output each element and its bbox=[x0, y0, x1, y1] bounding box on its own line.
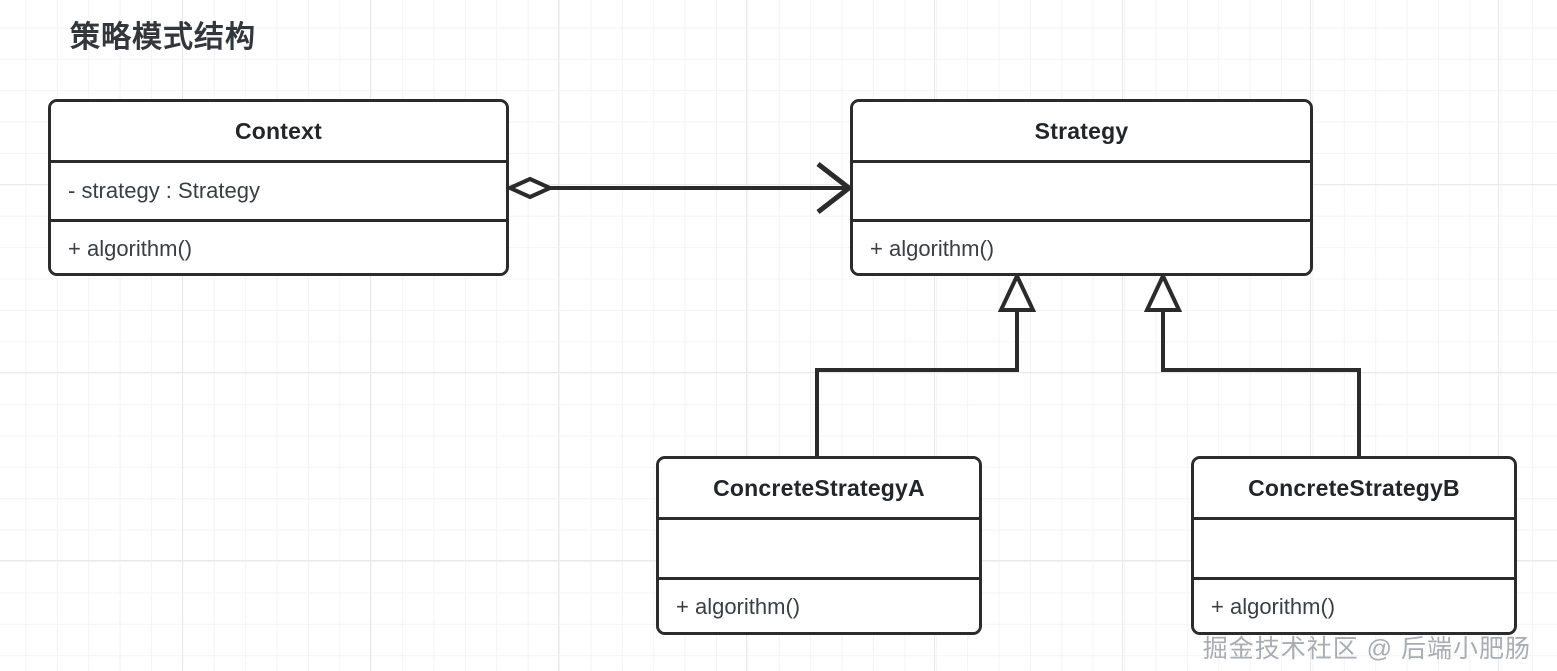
class-attribute-context-strategy: - strategy : Strategy bbox=[51, 160, 506, 219]
uml-class-context[interactable]: Context - strategy : Strategy + algorith… bbox=[48, 99, 509, 276]
open-arrow-icon bbox=[816, 162, 854, 214]
hollow-triangle-icon bbox=[997, 271, 1037, 312]
uml-class-concrete-strategy-b[interactable]: ConcreteStrategyB + algorithm() bbox=[1191, 456, 1517, 635]
class-name-strategy: Strategy bbox=[853, 102, 1310, 160]
relation-aggregation-context-strategy bbox=[505, 162, 854, 214]
hollow-diamond-icon bbox=[505, 176, 555, 200]
class-attributes-strategy bbox=[853, 160, 1310, 219]
class-name-concrete-strategy-b: ConcreteStrategyB bbox=[1194, 459, 1514, 517]
class-operation-concrete-strategy-b-algorithm: + algorithm() bbox=[1194, 577, 1514, 632]
class-attributes-concrete-strategy-b bbox=[1194, 517, 1514, 577]
relation-generalization-a-strategy bbox=[815, 271, 1037, 456]
generalization-line-b bbox=[1161, 308, 1361, 456]
class-operation-context-algorithm: + algorithm() bbox=[51, 219, 506, 273]
uml-class-strategy[interactable]: Strategy + algorithm() bbox=[850, 99, 1313, 276]
uml-class-concrete-strategy-a[interactable]: ConcreteStrategyA + algorithm() bbox=[656, 456, 982, 635]
class-operation-concrete-strategy-a-algorithm: + algorithm() bbox=[659, 577, 979, 632]
class-attributes-concrete-strategy-a bbox=[659, 517, 979, 577]
watermark: 掘金技术社区 @ 后端小肥肠 bbox=[1202, 635, 1531, 663]
page-title: 策略模式结构 bbox=[70, 21, 256, 54]
generalization-line-a bbox=[815, 308, 1019, 456]
relation-generalization-b-strategy bbox=[1143, 271, 1361, 456]
hollow-triangle-icon bbox=[1143, 271, 1183, 312]
class-name-context: Context bbox=[51, 102, 506, 160]
class-name-concrete-strategy-a: ConcreteStrategyA bbox=[659, 459, 979, 517]
class-operation-strategy-algorithm: + algorithm() bbox=[853, 219, 1310, 273]
